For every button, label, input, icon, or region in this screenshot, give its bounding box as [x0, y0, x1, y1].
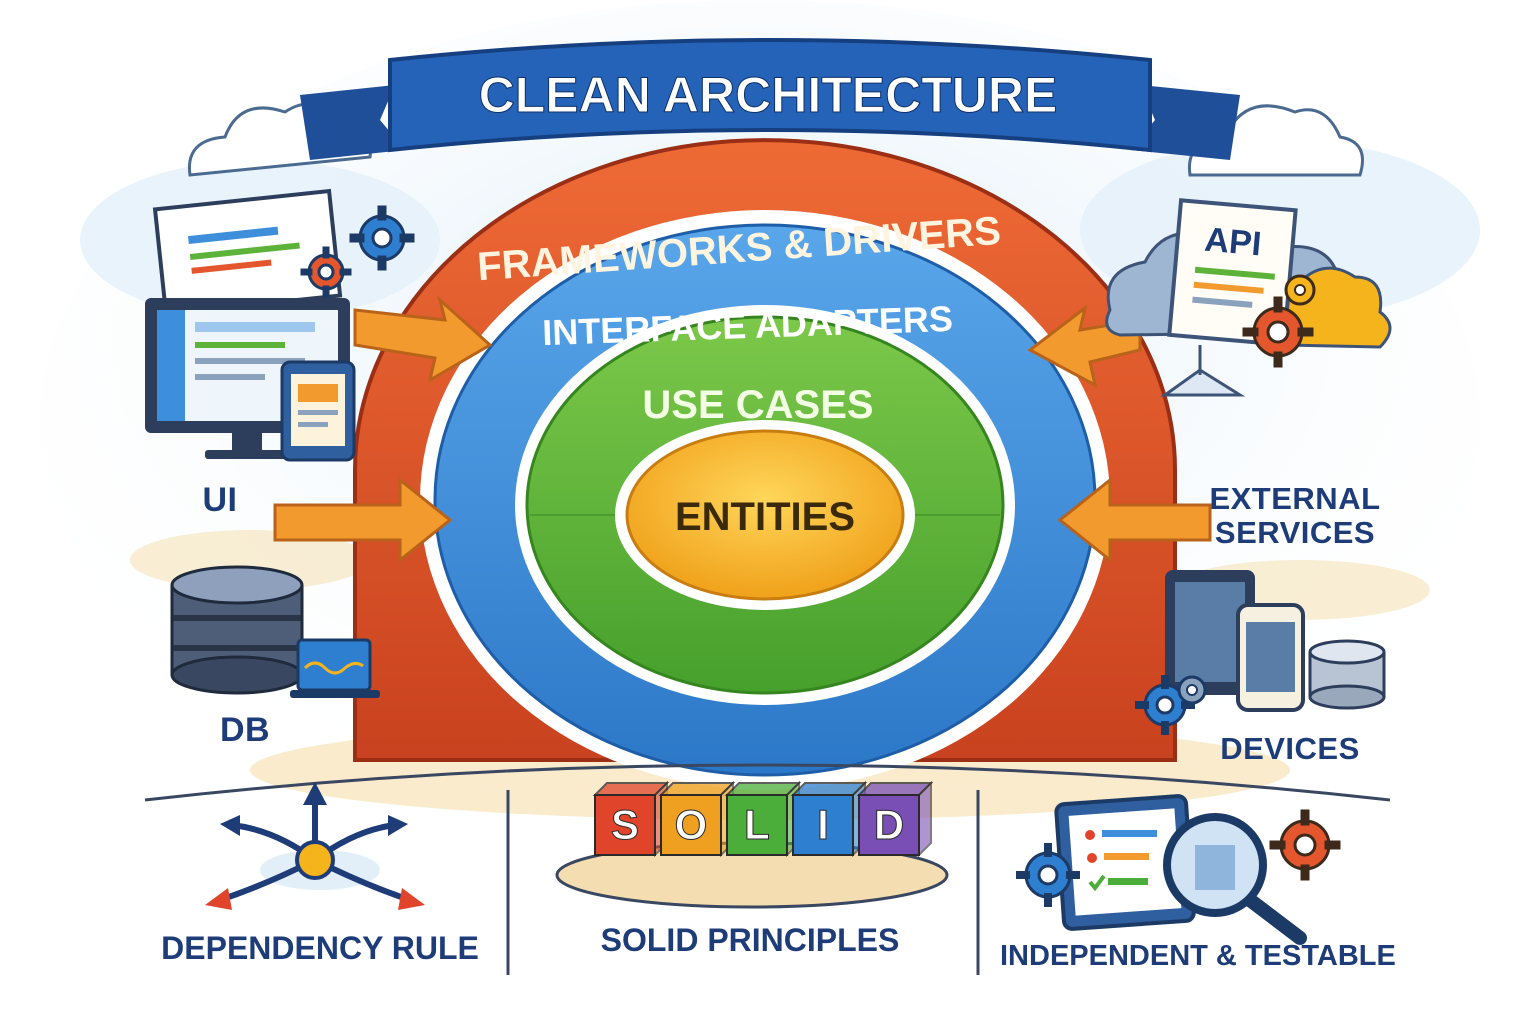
solid-letter: O: [675, 801, 708, 848]
devices-label: DEVICES: [1220, 731, 1360, 766]
solid-letter: S: [611, 801, 639, 848]
laptop-icon: [290, 638, 380, 698]
monitor-icon: [145, 188, 350, 459]
devices-illustration: [1135, 570, 1386, 735]
magnifier-icon: [1163, 813, 1307, 945]
external-services-label: EXTERNAL SERVICES: [1209, 481, 1381, 551]
dependency-rule-label: DEPENDENCY RULE: [161, 930, 479, 966]
gear-icon: [1269, 809, 1341, 881]
gear-icon: [1242, 296, 1314, 368]
solid-letter: D: [874, 801, 904, 848]
architecture-rings: FRAMEWORKS & DRIVERS INTERFACE ADAPTERS …: [353, 138, 1177, 790]
db-label: DB: [219, 711, 271, 749]
database-illustration: [170, 565, 380, 698]
checklist-icon: [1054, 794, 1196, 931]
tablet-icon: [1165, 570, 1255, 695]
entities-label: ENTITIES: [675, 495, 855, 539]
hub-arrows-icon: [205, 782, 425, 910]
gear-icon: [349, 205, 415, 271]
arrow-icon: [273, 476, 453, 564]
tablet-icon: [280, 360, 356, 462]
bottom-dividers: [144, 763, 1391, 975]
solid-block-d: D: [856, 780, 934, 858]
solid-letter: L: [744, 801, 770, 848]
ui-devices-illustration: [145, 188, 415, 462]
title-banner: CLEAN ARCHITECTURE: [300, 38, 1240, 160]
phone-icon: [1236, 603, 1305, 712]
gear-icon: [1016, 843, 1080, 907]
arrow-icon: [1057, 476, 1212, 564]
api-label: API: [1203, 221, 1263, 264]
gear-icon: [1177, 675, 1207, 705]
api-illustration: API: [1105, 198, 1392, 397]
dependency-arrows: [273, 295, 1212, 564]
api-document-icon: API: [1167, 198, 1298, 347]
solid-block-i: I: [790, 780, 868, 858]
database-icon: [1308, 639, 1386, 710]
database-icon: [170, 565, 304, 695]
solid-block-l: L: [724, 780, 802, 858]
solid-block-s: S: [592, 780, 670, 858]
solid-block-o: O: [658, 780, 736, 858]
solid-principles-label: SOLID PRINCIPLES: [600, 922, 900, 958]
use-cases-label: USE CASES: [642, 383, 873, 427]
solid-letter: I: [817, 801, 829, 848]
gear-icon: [1135, 675, 1195, 735]
arrow-icon: [353, 295, 493, 384]
ui-label: UI: [202, 481, 238, 519]
gear-icon: [300, 246, 352, 298]
entities-core: [625, 429, 905, 601]
testable-illustration: [1016, 794, 1341, 945]
independent-testable-label: INDEPENDENT & TESTABLE: [1000, 940, 1396, 972]
page-title: CLEAN ARCHITECTURE: [479, 67, 1058, 123]
gear-icon: [1284, 274, 1316, 306]
